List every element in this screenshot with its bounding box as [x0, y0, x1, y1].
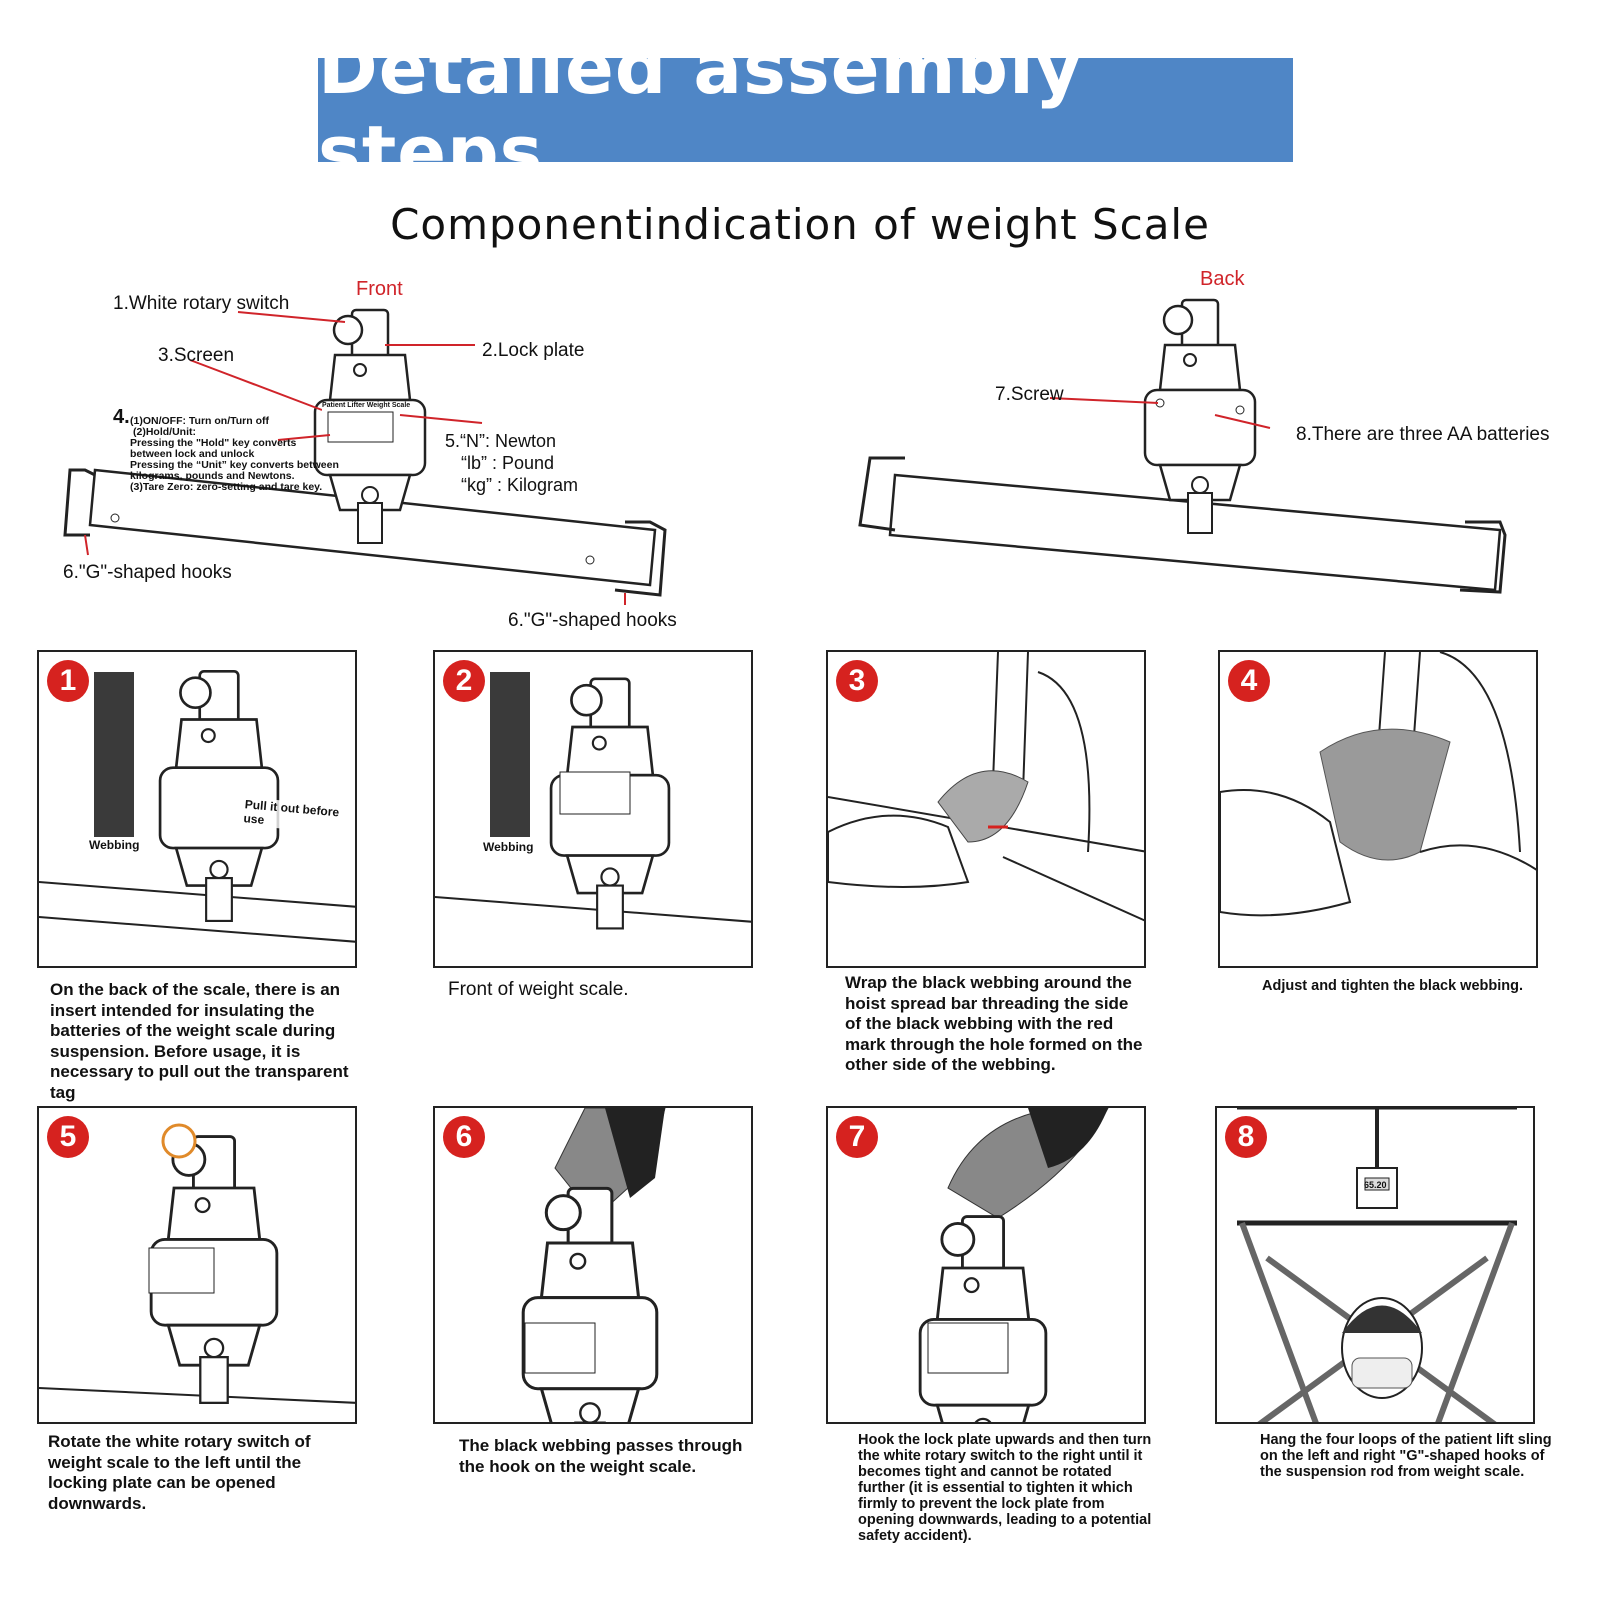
back-label: Back — [1200, 268, 1245, 290]
callout-lock-plate: 2.Lock plate — [482, 340, 585, 361]
keys-line: (1)ON/OFF: Turn on/Turn off — [130, 415, 269, 427]
step-7-panel: 7 — [826, 1106, 1146, 1424]
step-5-panel: 5 — [37, 1106, 357, 1424]
step-number-badge: 5 — [47, 1116, 89, 1158]
step-4-panel: 4 — [1218, 650, 1538, 968]
step-5-caption: Rotate the white rotary switch of weight… — [48, 1432, 311, 1513]
step-2-panel: 2 Webbing — [433, 650, 753, 968]
units-line: “lb” : Pound — [461, 453, 555, 473]
step-6-panel: 6 — [433, 1106, 753, 1424]
keys-line: Pressing the “Unit” key converts between — [130, 459, 339, 471]
back-scale-illustration — [858, 298, 1507, 594]
keys-line: between lock and unlock — [130, 448, 255, 460]
step-2-caption: Front of weight scale. — [448, 979, 629, 1000]
front-scale-illustration — [63, 308, 667, 605]
step-number-badge: 1 — [47, 660, 89, 702]
front-label: Front — [356, 278, 403, 300]
subtitle: Componentindication of weight Scale — [390, 200, 1210, 249]
callout-keys-description: (1)ON/OFF: Turn on/Turn off (2)Hold/Unit… — [130, 416, 339, 493]
step-1-panel: 1 Webbing Pull it out before use — [37, 650, 357, 968]
webbing-label: Webbing — [89, 838, 140, 852]
callout-hooks-left: 6."G"-shaped hooks — [63, 562, 232, 583]
step-6-caption: The black webbing passes through the hoo… — [459, 1436, 743, 1476]
step-number-badge: 7 — [836, 1116, 878, 1158]
callout-hooks-right: 6."G"-shaped hooks — [508, 610, 677, 631]
step-8-panel: 8 65.20 — [1215, 1106, 1535, 1424]
step-3-panel: 3 — [826, 650, 1146, 968]
step-number-badge: 4 — [1228, 660, 1270, 702]
keys-line: (2)Hold/Unit: — [133, 426, 196, 438]
step-8-caption: Hang the four loops of the patient lift … — [1260, 1432, 1552, 1480]
callout-rotary-switch: 1.White rotary switch — [113, 293, 290, 314]
step-1-caption: On the back of the scale, there is an in… — [50, 980, 349, 1102]
step-number-badge: 3 — [836, 660, 878, 702]
callout-units: 5.“N”: Newton “lb” : Pound “kg” : Kilogr… — [445, 430, 578, 496]
scale-display-reading: 65.20 — [1364, 1180, 1387, 1190]
step-number-badge: 6 — [443, 1116, 485, 1158]
units-line: 5.“N”: Newton — [445, 431, 557, 451]
units-line: “kg” : Kilogram — [461, 475, 579, 495]
callout-screen: 3.Screen — [158, 345, 235, 366]
keys-line: (3)Tare Zero: zero-setting and tare key. — [130, 481, 323, 493]
keys-line: Pressing the "Hold" key converts — [130, 437, 297, 449]
callout-screw: 7.Screw — [995, 384, 1064, 405]
keys-line: kilograms, pounds and Newtons. — [130, 470, 295, 482]
step-number-badge: 8 — [1225, 1116, 1267, 1158]
webbing-label: Webbing — [483, 840, 534, 854]
step-3-caption: Wrap the black webbing around the hoist … — [845, 973, 1143, 1074]
title-banner: Detailed assembly steps — [318, 26, 1293, 194]
step-number-badge: 2 — [443, 660, 485, 702]
step-4-caption: Adjust and tighten the black webbing. — [1262, 978, 1524, 994]
scale-device-label: Patient Lifter Weight Scale — [322, 402, 411, 410]
callout-batteries: 8.There are three AA batteries — [1296, 424, 1550, 445]
step-7-caption: Hook the lock plate upwards and then tur… — [858, 1432, 1152, 1544]
callout-keys-number: 4. — [113, 406, 130, 428]
